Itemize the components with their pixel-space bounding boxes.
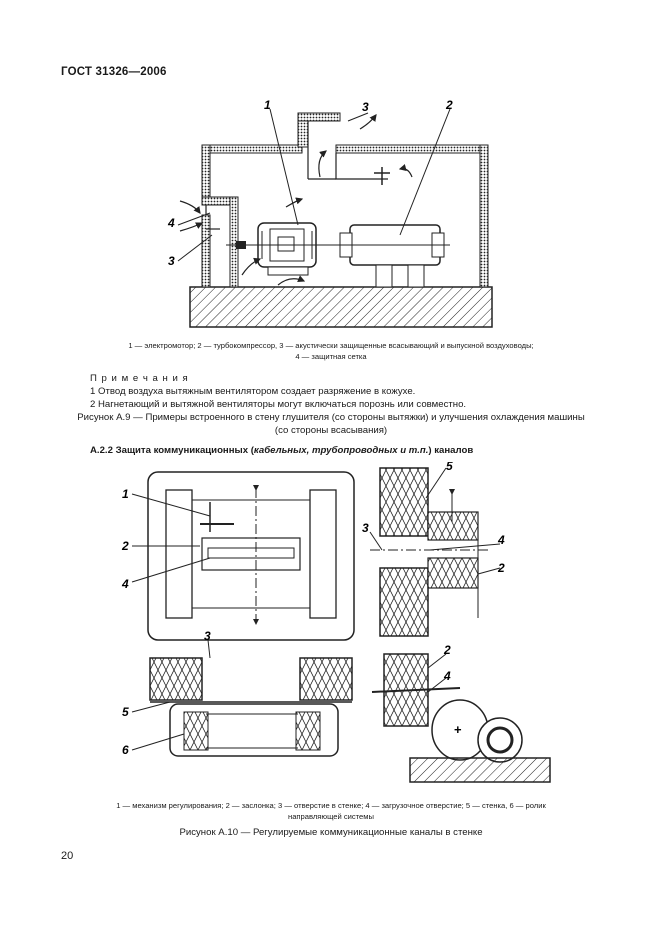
callout: 2 [445, 98, 453, 112]
callout: 1 [264, 98, 271, 112]
callout: 6 [122, 743, 129, 757]
callout: 4 [167, 216, 175, 230]
figure-a10-title: Рисунок А.10 — Регулируемые коммуникацио… [179, 827, 483, 838]
callout: 3 [362, 521, 369, 535]
callout: 2 [497, 561, 505, 575]
callout: 2 [121, 539, 129, 553]
callout: 5 [446, 462, 453, 473]
figure-a10-drawing: 1 2 4 5 3 4 2 3 2 4 5 6 + [121, 462, 551, 783]
callout: 3 [168, 254, 175, 268]
callout: 5 [122, 705, 129, 719]
callout: 1 [122, 487, 129, 501]
callout: 4 [443, 669, 451, 683]
note-1: 1 Отвод воздуха вытяжным вентилятором со… [90, 386, 416, 397]
figure-a10-legend: 1 — механизм регулирования; 2 — заслонка… [116, 801, 546, 821]
page-number: 20 [61, 850, 74, 862]
callout: 3 [204, 629, 211, 643]
document-code: ГОСТ 31326—2006 [61, 66, 167, 78]
note-2: 2 Нагнетающий и вытяжной вентиляторы мог… [90, 399, 467, 410]
callout: 4 [497, 533, 505, 547]
section-heading: А.2.2 Защита коммуникационных (кабельных… [90, 445, 474, 456]
callout: 4 [121, 577, 129, 591]
figure-a9-notes: П р и м е ч а н и я 1 Отвод воздуха вытя… [90, 372, 600, 411]
callout: 2 [443, 643, 451, 657]
figure-a9-drawing: 1 2 3 4 3 [167, 98, 493, 328]
callout: 3 [362, 100, 369, 114]
plus-sign: + [454, 722, 462, 737]
figure-a9-title: Рисунок А.9 — Примеры встроенного в стен… [77, 412, 585, 436]
figure-a9-legend: 1 — электромотор; 2 — турбокомпрессор, 3… [128, 341, 534, 361]
notes-heading: П р и м е ч а н и я [90, 373, 189, 384]
